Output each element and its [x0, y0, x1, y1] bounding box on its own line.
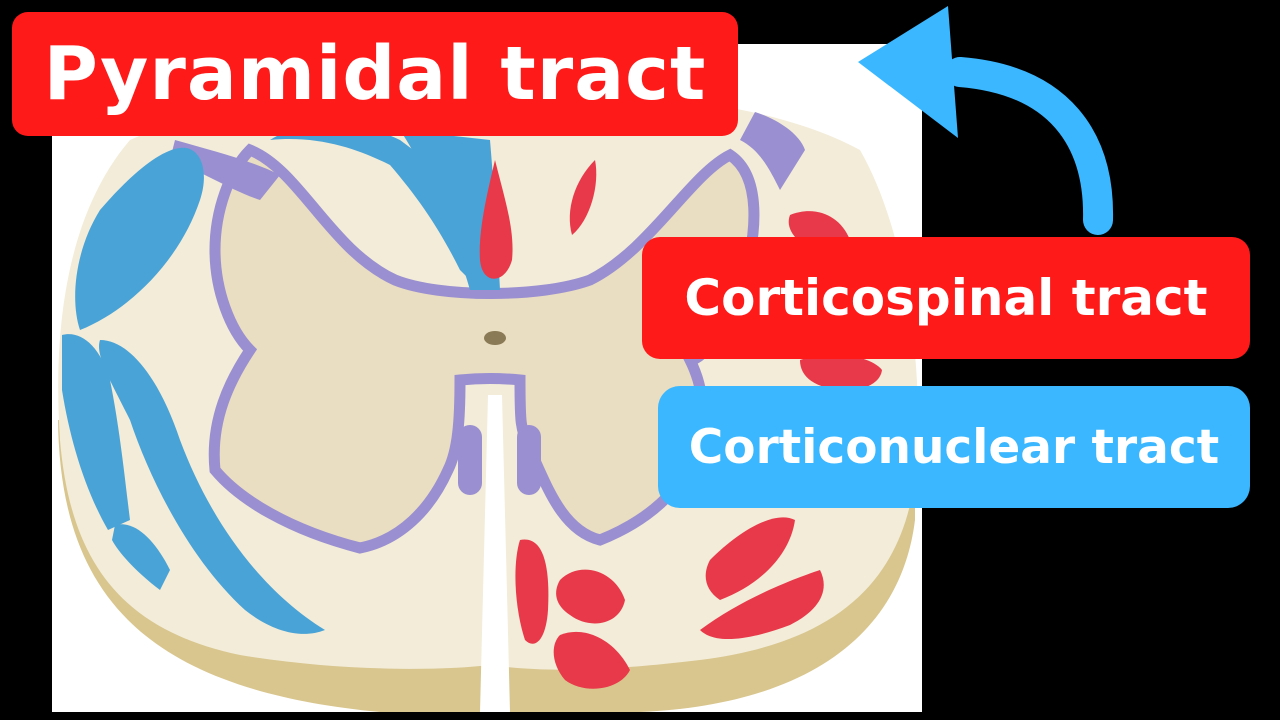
central-canal	[484, 331, 506, 345]
red-tract-spinothalamic	[705, 517, 795, 600]
red-tract-lateral-mid	[800, 354, 882, 391]
red-tract-cuneate	[569, 160, 597, 235]
corticonuclear-label: Corticonuclear tract	[688, 419, 1220, 475]
anterior-median-fissure	[480, 395, 510, 712]
grey-lobe-right	[517, 425, 541, 495]
red-tract-anterior-oval	[556, 569, 625, 624]
curved-arrow-icon	[858, 6, 1114, 235]
corticonuclear-label-box: Corticonuclear tract	[658, 386, 1250, 508]
red-tract-anterior-lateral	[700, 570, 824, 640]
grey-matter-outline	[208, 143, 760, 554]
blue-tract-lateral-mid	[62, 334, 130, 530]
blue-tract-lateral-large	[99, 340, 326, 634]
blue-tract-lateral-upper	[75, 147, 204, 330]
corticospinal-label-box: Corticospinal tract	[642, 237, 1250, 359]
red-tract-anterior-medial	[515, 539, 549, 644]
corticospinal-label: Corticospinal tract	[684, 269, 1208, 327]
blue-tract-fasciculus	[400, 130, 500, 290]
posterior-horn-right	[740, 112, 805, 190]
red-tract-anterior-lower	[553, 631, 630, 689]
title-box: Pyramidal tract	[12, 12, 738, 136]
red-tract-gracile	[479, 160, 513, 279]
grey-lobe-left	[458, 425, 482, 495]
page-title: Pyramidal tract	[43, 31, 707, 117]
blue-tract-anterior-small	[112, 524, 170, 590]
